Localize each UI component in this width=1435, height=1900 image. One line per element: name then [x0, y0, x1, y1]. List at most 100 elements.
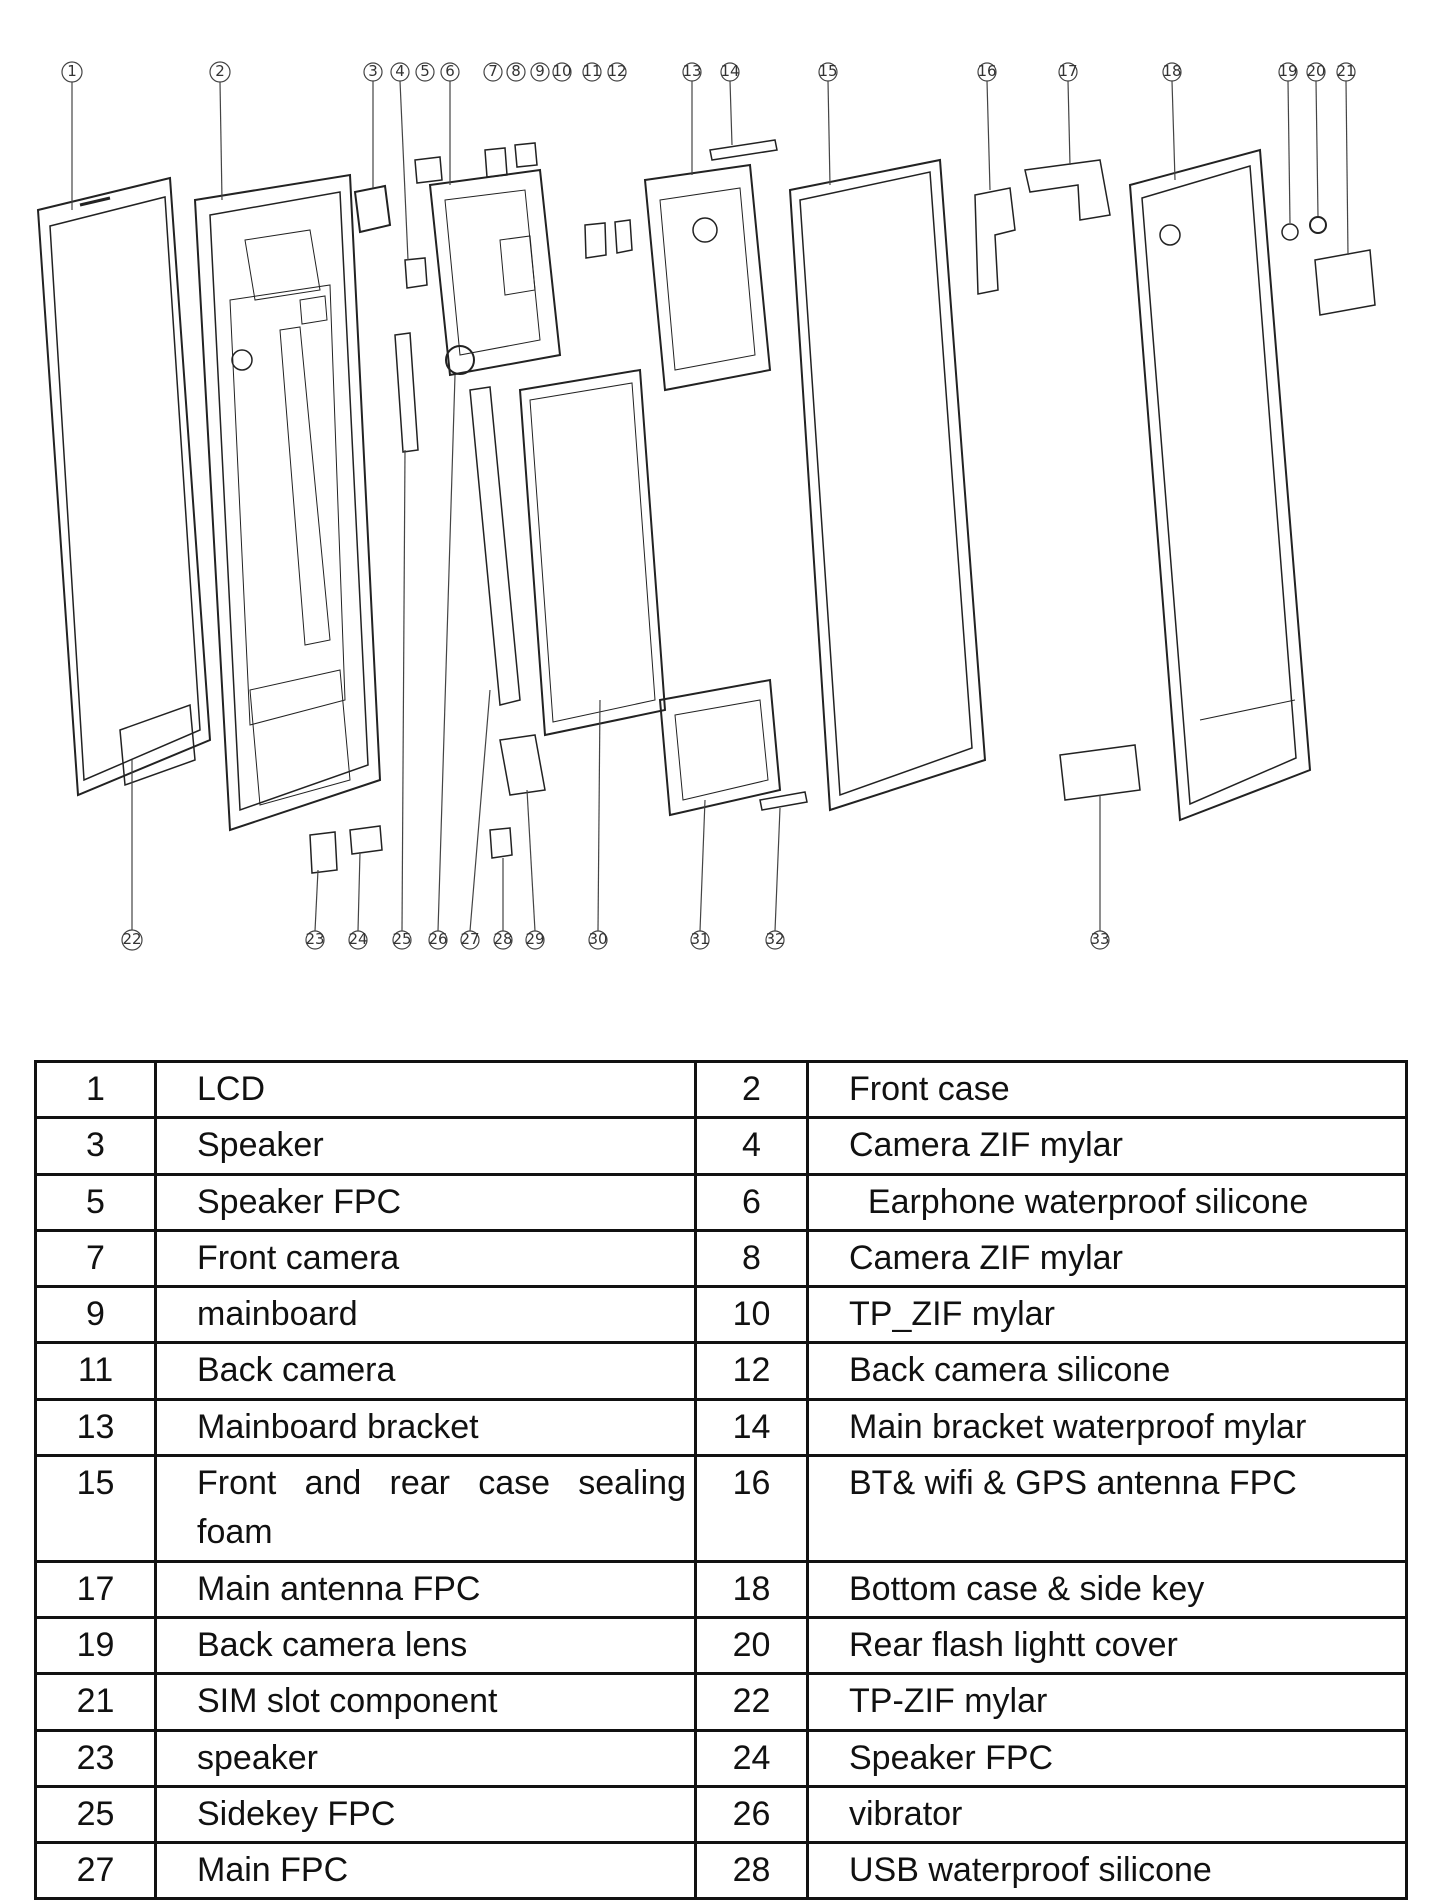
- svg-text:1: 1: [67, 62, 77, 80]
- callout-15: [818, 62, 838, 186]
- part-name: Speaker FPC: [154, 1172, 697, 1232]
- part-small-mylar-32: [759, 791, 808, 811]
- part-name: Main FPC: [154, 1841, 697, 1900]
- part-small-components: [394, 142, 633, 453]
- callout-17: [1058, 62, 1078, 166]
- svg-text:31: 31: [690, 930, 709, 948]
- callout-25: [392, 449, 412, 950]
- part-number: 6: [694, 1172, 809, 1232]
- callout-13: [682, 62, 702, 175]
- callout-1: [61, 61, 83, 210]
- part-number: 24: [694, 1728, 809, 1788]
- part-bottom-case: [1128, 148, 1312, 822]
- svg-text:21: 21: [1336, 62, 1355, 80]
- part-name: speaker: [154, 1728, 697, 1788]
- part-name: Speaker FPC: [806, 1728, 1408, 1788]
- part-number: 25: [34, 1784, 157, 1845]
- svg-text:28: 28: [493, 930, 512, 948]
- svg-text:17: 17: [1058, 62, 1077, 80]
- callout-2: [209, 61, 231, 201]
- callout-21: [1336, 62, 1356, 256]
- callout-3: [363, 62, 383, 188]
- part-number: 10: [694, 1285, 809, 1345]
- part-number: 9: [34, 1285, 157, 1345]
- svg-text:27: 27: [460, 930, 479, 948]
- part-number: 23: [34, 1728, 157, 1788]
- callout-28: [493, 858, 513, 950]
- callout-8: [506, 62, 526, 82]
- part-bracket-mylar: [709, 139, 778, 161]
- callout-19: [1278, 62, 1298, 224]
- part-mainboard-bracket: [643, 163, 772, 392]
- callout-27: [460, 689, 491, 950]
- svg-text:13: 13: [682, 62, 701, 80]
- part-lcd: [36, 176, 212, 797]
- part-number: 21: [34, 1672, 157, 1732]
- part-number: 3: [34, 1116, 157, 1176]
- part-number: 27: [34, 1841, 157, 1900]
- part-mainboard: [428, 168, 562, 377]
- svg-text:8: 8: [511, 62, 521, 80]
- part-number: 4: [694, 1116, 809, 1176]
- part-number: 14: [694, 1397, 809, 1458]
- part-number: 22: [694, 1672, 809, 1732]
- callout-6: [440, 62, 460, 185]
- part-sealing-foam: [788, 158, 987, 812]
- part-name: Main antenna FPC: [154, 1559, 697, 1619]
- svg-text:19: 19: [1278, 62, 1297, 80]
- callout-4: [390, 62, 410, 261]
- part-name: Speaker: [154, 1116, 697, 1176]
- part-number: 15: [34, 1454, 157, 1563]
- part-number: 5: [34, 1172, 157, 1232]
- svg-text:12: 12: [607, 62, 626, 80]
- part-number: 28: [694, 1841, 809, 1900]
- svg-text:6: 6: [445, 62, 455, 80]
- svg-text:10: 10: [552, 62, 571, 80]
- part-battery: [518, 368, 667, 737]
- part-name: Front and rear case sealing foam: [154, 1454, 697, 1563]
- callout-30: [588, 699, 608, 950]
- part-number: 7: [34, 1228, 157, 1289]
- callout-14: [720, 62, 740, 146]
- part-name: Main bracket waterproof mylar: [806, 1397, 1408, 1458]
- part-name: Rear flash lightt cover: [806, 1615, 1408, 1676]
- svg-text:5: 5: [420, 62, 430, 80]
- svg-text:9: 9: [535, 62, 545, 80]
- callout-22: [121, 760, 143, 951]
- part-lower-bracket: [658, 678, 782, 817]
- part-name: Earphone waterproof silicone: [806, 1172, 1408, 1232]
- part-number: 12: [694, 1341, 809, 1401]
- part-name: Back camera: [154, 1341, 697, 1401]
- part-number: 13: [34, 1397, 157, 1458]
- svg-text:15: 15: [818, 62, 837, 80]
- callout-29: [525, 789, 545, 950]
- callout-5: [415, 62, 435, 82]
- part-name: vibrator: [806, 1784, 1408, 1845]
- svg-text:26: 26: [428, 930, 447, 948]
- part-name: TP_ZIF mylar: [806, 1285, 1408, 1345]
- callout-10: [552, 62, 572, 82]
- part-antenna-fpcs: [974, 159, 1141, 801]
- part-name: Camera ZIF mylar: [806, 1116, 1408, 1176]
- part-number: 19: [34, 1615, 157, 1676]
- svg-text:7: 7: [488, 62, 498, 80]
- part-name: mainboard: [154, 1285, 697, 1345]
- callout-18: [1162, 62, 1182, 181]
- svg-text:2: 2: [215, 62, 225, 80]
- svg-text:20: 20: [1306, 62, 1325, 80]
- part-name: Bottom case & side key: [806, 1559, 1408, 1619]
- callout-24: [348, 851, 368, 950]
- part-number: 20: [694, 1615, 809, 1676]
- svg-text:11: 11: [582, 62, 601, 80]
- svg-text:24: 24: [348, 930, 367, 948]
